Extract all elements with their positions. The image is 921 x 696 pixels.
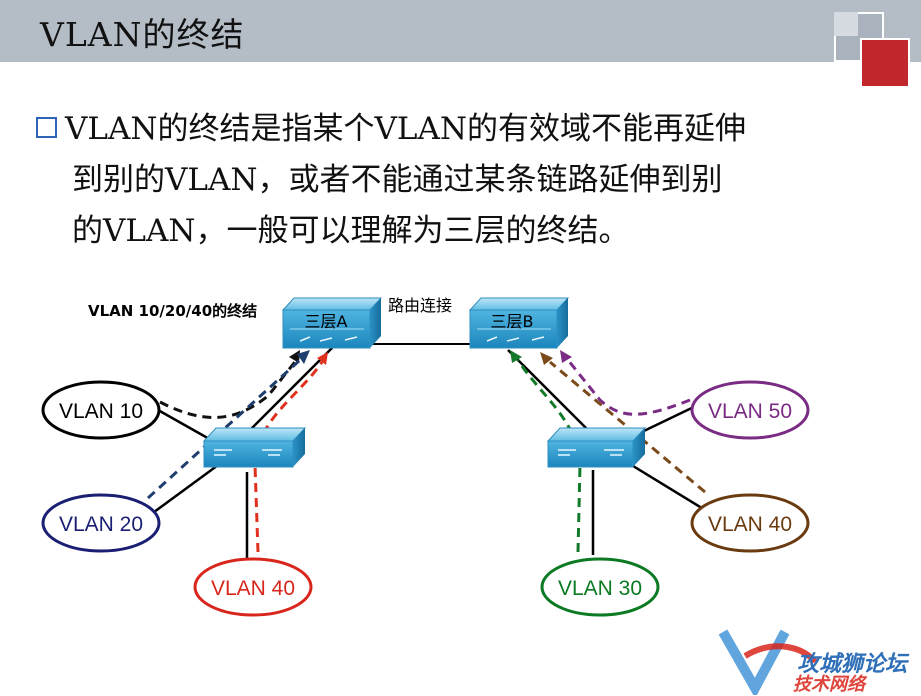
arrow-vlan40-left [317, 352, 328, 365]
bullet-paragraph: VLAN的终结是指某个VLAN的有效域不能再延伸 到别的VLAN，或者不能通过某… [36, 104, 886, 257]
flow-vlan20-left [146, 358, 302, 500]
router-b-label: 三层B [491, 312, 534, 331]
arrow-vlan40-right [540, 352, 553, 365]
routing-link-label: 路由连接 [388, 296, 452, 315]
router-a-label: 三层A [305, 312, 348, 331]
bullet-text-1: VLAN的终结是指某个VLAN的有效域不能再延伸 [65, 111, 746, 147]
vlan50-right-ellipse [690, 380, 810, 440]
watermark-line1: 攻城狮论坛 [797, 652, 908, 677]
watermark-v-logo-icon [718, 629, 818, 695]
checkbox-bullet-icon [36, 117, 57, 138]
bullet-line-1: VLAN的终结是指某个VLAN的有效域不能再延伸 [36, 104, 886, 155]
bullet-text-2: 到别的VLAN，或者不能通过某条链路延伸到别 [72, 162, 723, 198]
arrow-vlan50-right [560, 350, 572, 363]
bullet-text-3: 的VLAN，一般可以理解为三层的终结。 [72, 213, 630, 249]
link-right-vlan40 [619, 456, 706, 512]
router-switch-a [281, 297, 383, 349]
flow-vlan40-right [549, 360, 706, 494]
slide-title: VLAN的终结 [40, 15, 245, 54]
corner-logo-light-square [834, 12, 858, 36]
access-switch-right [546, 427, 647, 468]
vlan40-left-label: VLAN 40 [211, 577, 295, 600]
vlan30-right-label: VLAN 30 [558, 577, 642, 600]
corner-logo-red-square [860, 38, 910, 88]
arrow-vlan30-right [510, 350, 522, 363]
watermark-line2: 技术网络 [793, 674, 865, 695]
router-switch-b [468, 297, 570, 349]
vlan40-right-ellipse [690, 493, 810, 553]
arrow-vlan20-left [297, 350, 310, 364]
vlan50-right-label: VLAN 50 [708, 400, 792, 423]
vlan10-left-label: VLAN 10 [59, 400, 143, 423]
vlan30-right-ellipse [540, 557, 660, 617]
vlan10-left-ellipse [41, 380, 161, 440]
access-switch-left [202, 427, 307, 468]
flow-vlan10-left [159, 357, 300, 419]
vlan40-left-ellipse [193, 557, 313, 617]
vlan40-right-label: VLAN 40 [708, 513, 792, 536]
flow-vlan50-right [566, 359, 691, 416]
arrow-vlan10-left [289, 350, 300, 363]
link-router-b-access-right [507, 349, 591, 433]
vlan20-left-ellipse [41, 493, 161, 553]
vlan20-left-label: VLAN 20 [59, 513, 143, 536]
forum-watermark: 攻城狮论坛 技术网络 [715, 628, 921, 695]
title-bar [0, 0, 921, 62]
termination-annotation: VLAN 10/20/40的终结 [88, 302, 257, 320]
link-left-vlan20 [149, 458, 226, 517]
